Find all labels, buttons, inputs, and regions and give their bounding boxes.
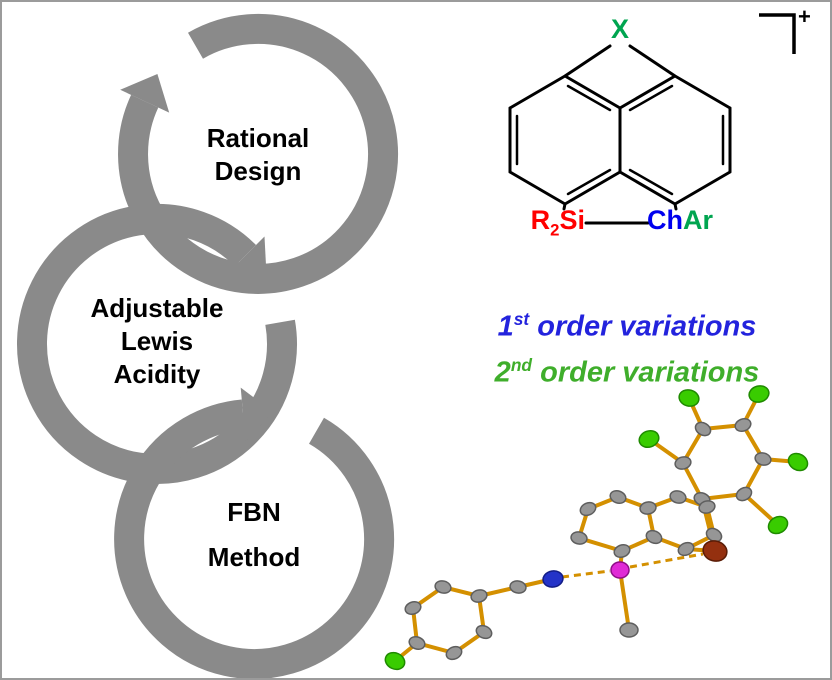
- arrowhead-icon: [120, 74, 170, 113]
- molecule-contacts-dashed: [561, 552, 704, 579]
- cycle-step-line: Acidity: [113, 359, 201, 389]
- r-group-subscript: 2: [550, 220, 560, 240]
- chem-structure-skeleton: [508, 44, 732, 225]
- cycle-step-fbn-method: FBN Method: [154, 496, 354, 574]
- cycle-step-line: Method: [207, 542, 301, 572]
- molecule-bonds: [393, 392, 800, 663]
- charge-bracket: [759, 13, 796, 54]
- r-group-text: R: [530, 205, 551, 235]
- atom-fluorine: [384, 651, 406, 671]
- atom-fluorine: [678, 389, 700, 407]
- arrowhead-icon: [226, 236, 267, 277]
- substituent-x-label: X: [610, 14, 629, 44]
- atom-fluorine: [748, 385, 770, 403]
- cycle-step-line: Adjustable: [90, 293, 224, 323]
- arrowhead-icon: [240, 387, 273, 442]
- first-order-sup: st: [513, 309, 530, 329]
- contact-n-si: [561, 569, 611, 579]
- first-order-rest: order variations: [529, 310, 757, 343]
- chalcogen-group-label: ChAr: [647, 205, 757, 235]
- molecule-atoms: [384, 385, 809, 671]
- xray-molecule: [384, 385, 809, 671]
- second-order-rest: order variations: [532, 356, 760, 389]
- cation-charge-label: +: [798, 4, 811, 29]
- cycle-step-line: Lewis: [120, 326, 194, 356]
- first-order-num: 1: [497, 310, 514, 343]
- cycle-step-adjustable-lewis-acidity: Adjustable Lewis Acidity: [57, 292, 257, 391]
- atoms-carbon: [404, 417, 772, 661]
- chalcogen-text: Ch: [647, 205, 683, 235]
- skeleton-bonds: [508, 44, 732, 225]
- cycle-step-line: Design: [214, 156, 302, 186]
- atom-fluorine: [767, 515, 789, 535]
- first-order-variations-line: 1st order variations: [432, 300, 822, 346]
- second-order-variations-line: 2nd order variations: [432, 346, 822, 392]
- second-order-sup: nd: [510, 354, 533, 375]
- atoms-fluorine: [384, 385, 809, 671]
- atom-fluorine: [787, 452, 809, 472]
- silicon-text: Si: [559, 205, 585, 235]
- skeleton-double-bonds: [515, 84, 725, 196]
- atom-chalcogen: [702, 540, 728, 562]
- cycle-arrow-fbn-method: [114, 387, 395, 678]
- second-order-num: 2: [494, 356, 511, 389]
- cycle-arrows: [17, 13, 398, 678]
- cycle-step-rational-design: Rational Design: [158, 122, 358, 188]
- cycle-step-line: Rational: [206, 123, 310, 153]
- atom-fluorine: [638, 429, 660, 449]
- atom-silicon: [610, 561, 630, 579]
- cycle-step-line: FBN: [227, 497, 281, 527]
- aryl-text: Ar: [683, 205, 714, 235]
- atom-nitrogen: [542, 570, 564, 588]
- silyl-group-label: R2Si: [507, 205, 585, 245]
- contact-si-ch: [629, 552, 704, 569]
- variations-text-block: 1st order variations 2nd order variation…: [432, 300, 822, 391]
